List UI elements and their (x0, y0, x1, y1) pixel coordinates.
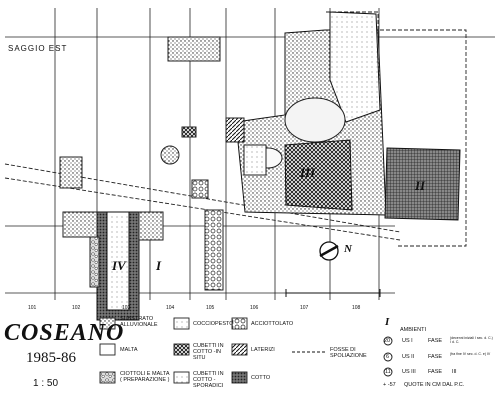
grid-number-103: 103 (122, 305, 131, 311)
phase-label-ii: II (415, 178, 426, 193)
grid-number-107: 107 (300, 305, 309, 311)
grid-number-108: 108 (352, 305, 361, 311)
north-label: N (344, 243, 352, 255)
scale-bar (285, 289, 381, 297)
block-round (160, 145, 180, 165)
legend-right-graphics (292, 336, 393, 377)
grid-number-106: 106 (250, 305, 259, 311)
legend-note-i: (decenni iniziali I sec. d. C.) I d. C. (450, 336, 493, 344)
legend-fosse: FOSSE DI SPOLIAZIONE (330, 347, 367, 359)
north-arrow (319, 241, 339, 261)
phase-label-i: I (156, 258, 162, 273)
legend-note-iii: III (452, 369, 457, 375)
legend-marker-6: 6 (386, 354, 390, 360)
saggio-label: SAGGIO EST (8, 44, 68, 53)
grid-number-104: 104 (166, 305, 175, 311)
legend-marker-11: 11 (385, 369, 391, 375)
legend-text-cotto: COTTO (251, 375, 271, 381)
legend-text-cocciopesto: COCCIOPESTO (193, 321, 234, 327)
room-iv-i (62, 211, 164, 321)
legend-text-laterizi: LATERIZI (251, 347, 275, 353)
block-cocciopesto-top (167, 36, 221, 62)
legend-ambienti: AMBIENTI (400, 327, 426, 333)
legend-marker-20: 20 (384, 338, 391, 344)
grid-number-102: 102 (72, 305, 81, 311)
pebble-column (204, 209, 224, 291)
phase-label-iii: III (300, 165, 316, 180)
legend-fase-i: FASE (428, 338, 443, 344)
room-ii (384, 147, 461, 221)
legend-ambienti-roman: I (385, 316, 390, 328)
block-west-dotted (59, 156, 83, 189)
legend-text-cubetti-situ: CUBETTI IN COTTO -IN SITU (193, 343, 224, 361)
legend-fase-iii: FASE (428, 369, 443, 375)
legend-text-malta: MALTA (120, 347, 138, 353)
legend-quote-text: QUOTE IN CM DAL P.C. (404, 382, 465, 388)
site-title: COSEANO (4, 320, 125, 346)
room-iii (225, 11, 387, 216)
legend-symbols (99, 317, 248, 384)
phase-label-iv: IV (112, 258, 126, 273)
legend-text-ciottoli: CIOTTOLI E MALTA ( PREPARAZIONE ) (120, 371, 170, 383)
legend-us-i: US I (402, 338, 413, 344)
legend-us-iii: US III (402, 369, 416, 375)
legend-us-ii: US II (402, 354, 415, 360)
legend-text-acciottolato: ACCIOTTOLATO (251, 321, 294, 327)
legend-fase-ii: FASE (428, 354, 443, 360)
grid-number-105: 105 (206, 305, 215, 311)
legend-text-substrato: SUBSTRATO ALLUVIONALE (120, 316, 158, 328)
scale-label: 1 : 50 (33, 378, 59, 389)
legend-quote-marker: + -57 (383, 382, 396, 388)
grid-number-101: 101 (28, 305, 37, 311)
block-small-grid (181, 126, 197, 138)
legend-note-ii: (fra fine IV sec. d. C. e) IV (450, 352, 491, 356)
pebble-patch (191, 179, 209, 199)
legend-text-cubetti-sporadici: CUBETTI IN COTTO -SPORADICI (193, 371, 224, 389)
years-label: 1985-86 (26, 350, 76, 366)
